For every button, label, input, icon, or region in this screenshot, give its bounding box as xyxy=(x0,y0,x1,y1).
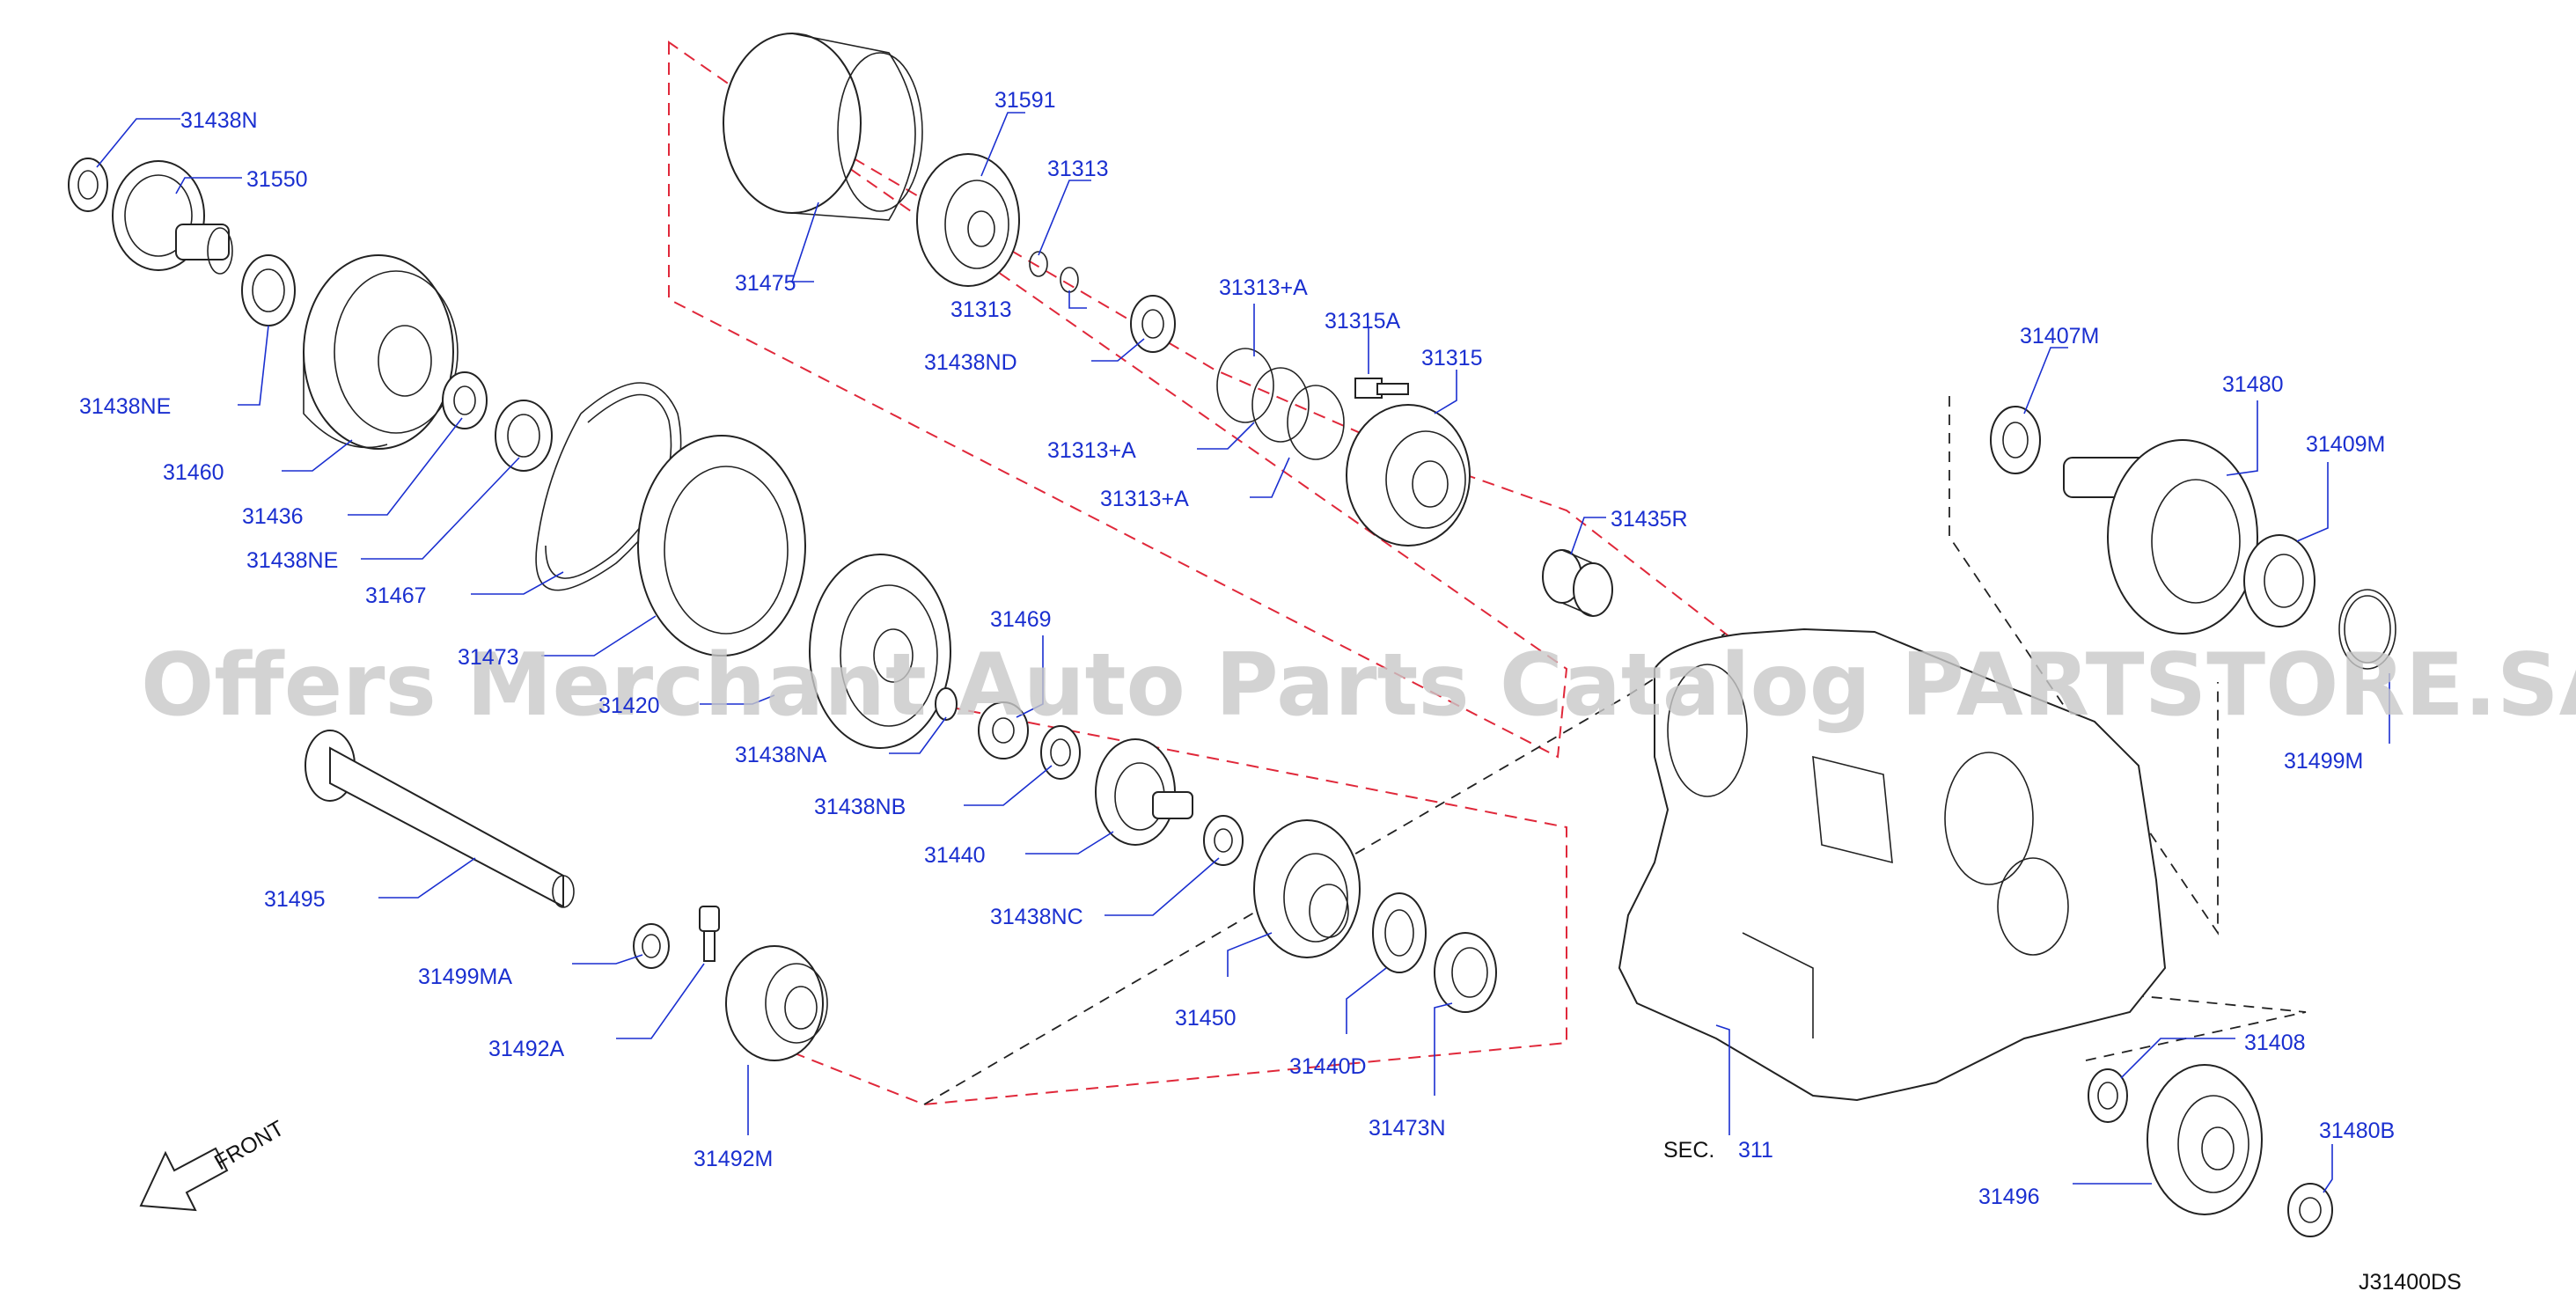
gear-31450-drawing xyxy=(1253,819,1361,958)
label-31408[interactable]: 31408 xyxy=(2244,1031,2306,1055)
label-31313A-b[interactable]: 31313+A xyxy=(1047,438,1136,463)
nut-31480B-drawing xyxy=(2287,1183,2333,1237)
bearing-31438NA-drawing xyxy=(935,687,958,721)
bearing-31438NE-lower-drawing xyxy=(495,400,553,472)
gear-31591-drawing xyxy=(916,153,1020,287)
drum-31460-drawing xyxy=(303,254,459,450)
label-31450[interactable]: 31450 xyxy=(1175,1006,1237,1031)
needle-bearing-31435R-drawing xyxy=(1542,549,1613,617)
label-31313-a[interactable]: 31313 xyxy=(1047,157,1109,181)
label-31473N[interactable]: 31473N xyxy=(1369,1116,1446,1141)
label-31438NA[interactable]: 31438NA xyxy=(735,743,827,767)
label-31496[interactable]: 31496 xyxy=(1978,1185,2040,1209)
transmission-case-drawing xyxy=(1618,627,2167,1102)
seal-31408-drawing xyxy=(2088,1068,2128,1123)
housing-31315-drawing xyxy=(1346,404,1471,547)
part-labels: 31438N 31550 31438NE 31460 31436 31438NE… xyxy=(79,88,2395,1209)
label-31480[interactable]: 31480 xyxy=(2222,372,2284,397)
label-31499M[interactable]: 31499M xyxy=(2284,749,2363,774)
label-31315[interactable]: 31315 xyxy=(1421,346,1483,371)
label-31495[interactable]: 31495 xyxy=(264,887,326,912)
gear-31550-drawing xyxy=(112,160,233,275)
bolt-31315A-drawing xyxy=(1354,378,1409,399)
label-31313A-c[interactable]: 31313+A xyxy=(1100,487,1189,511)
bearing-31438N-drawing xyxy=(68,158,108,212)
bearing-31438NC-drawing xyxy=(1203,815,1244,866)
label-31435R[interactable]: 31435R xyxy=(1611,507,1688,532)
gear-31469-drawing xyxy=(978,701,1029,759)
front-label: FRONT xyxy=(210,1116,289,1175)
label-31438NE-b[interactable]: 31438NE xyxy=(246,548,338,573)
label-31492M[interactable]: 31492M xyxy=(694,1147,773,1171)
bearing-31409M-drawing xyxy=(2243,534,2315,627)
label-31313-b[interactable]: 31313 xyxy=(950,297,1012,322)
label-31438ND[interactable]: 31438ND xyxy=(924,350,1017,375)
label-31438N[interactable]: 31438N xyxy=(180,108,258,133)
bearing-31438NE-top-drawing xyxy=(241,254,296,326)
washer-31499MA-drawing xyxy=(633,923,670,969)
gear-31420-drawing xyxy=(809,554,951,749)
label-31438NC[interactable]: 31438NC xyxy=(990,905,1083,929)
washer-31436-drawing xyxy=(442,371,488,429)
label-31438NB[interactable]: 31438NB xyxy=(814,795,906,819)
label-31440[interactable]: 31440 xyxy=(924,843,986,868)
label-31313A-a[interactable]: 31313+A xyxy=(1219,275,1308,300)
label-31409M[interactable]: 31409M xyxy=(2306,432,2385,457)
front-arrow-icon xyxy=(139,1147,229,1212)
watermark: Offers Merchant Auto Parts Catalog PARTS… xyxy=(141,635,2576,736)
label-31407M[interactable]: 31407M xyxy=(2020,324,2099,349)
label-31469[interactable]: 31469 xyxy=(990,607,1052,632)
seal-rings-31313A-drawing xyxy=(1216,348,1345,460)
plate-31473-drawing xyxy=(637,435,806,657)
bearing-31407M-drawing xyxy=(1990,406,2041,474)
label-31436[interactable]: 31436 xyxy=(242,504,304,529)
flange-31492M-drawing xyxy=(725,945,828,1061)
label-31499MA[interactable]: 31499MA xyxy=(418,965,512,989)
shaft-31495-drawing xyxy=(305,730,575,908)
gear-31496-drawing xyxy=(2147,1064,2263,1215)
label-31440D[interactable]: 31440D xyxy=(1289,1054,1367,1079)
label-31460[interactable]: 31460 xyxy=(163,460,224,485)
leader-lines xyxy=(96,112,2390,1193)
snap-ring-31499M-drawing xyxy=(2338,589,2396,670)
label-31467[interactable]: 31467 xyxy=(365,583,427,608)
section-ref-prefix: SEC. xyxy=(1663,1138,1714,1163)
label-31550[interactable]: 31550 xyxy=(246,167,308,192)
label-31438NE-a[interactable]: 31438NE xyxy=(79,394,171,419)
label-31492A[interactable]: 31492A xyxy=(488,1037,565,1061)
section-ref-number[interactable]: 311 xyxy=(1738,1138,1773,1163)
bearing-31473N-drawing xyxy=(1434,932,1497,1013)
label-31480B[interactable]: 31480B xyxy=(2319,1119,2395,1143)
ring-gear-31475-drawing xyxy=(723,33,923,221)
label-31591[interactable]: 31591 xyxy=(994,88,1056,113)
label-31473[interactable]: 31473 xyxy=(458,645,519,670)
diagram-code: J31400DS xyxy=(2359,1270,2462,1295)
washer-31440D-drawing xyxy=(1372,892,1427,973)
gear-31440-drawing xyxy=(1095,738,1193,846)
label-31475[interactable]: 31475 xyxy=(735,271,796,296)
gear-31480-drawing xyxy=(2063,439,2258,635)
bolt-31492A-drawing xyxy=(699,906,720,962)
bearing-31438ND-drawing xyxy=(1130,295,1176,353)
label-31315A[interactable]: 31315A xyxy=(1325,309,1401,334)
label-31420[interactable]: 31420 xyxy=(598,693,660,718)
